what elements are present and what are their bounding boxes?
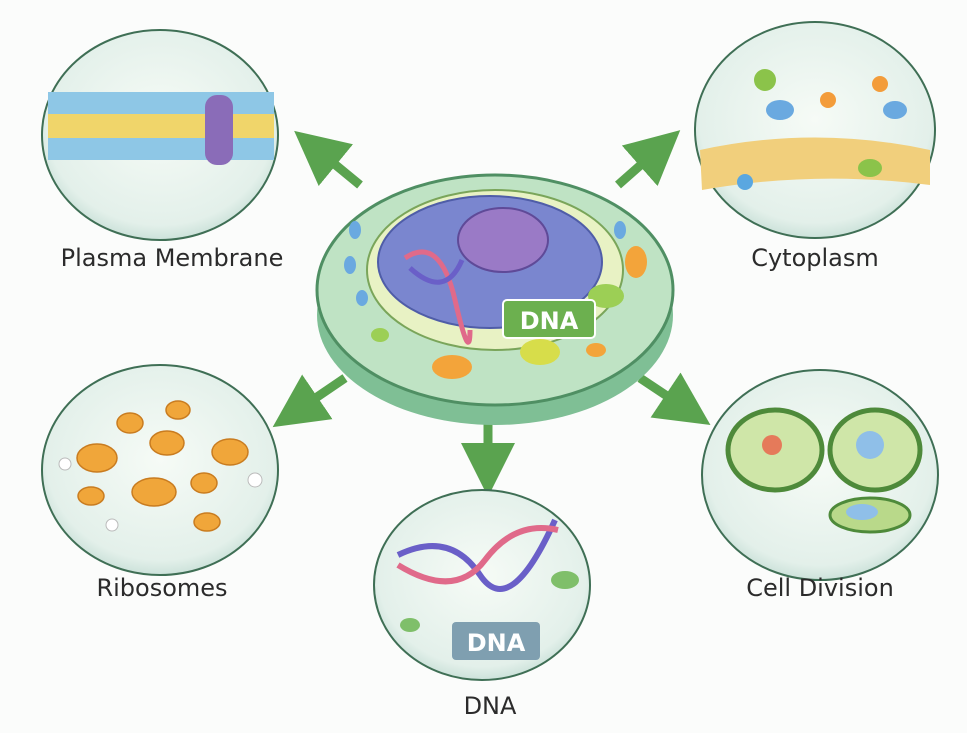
dna-bubble-tag: DNA — [467, 629, 526, 657]
arrow-plasma-membrane — [294, 130, 363, 189]
dna-bubble: DNA — [373, 489, 591, 681]
arrow-ribosomes — [272, 374, 348, 428]
label-dna: DNA — [464, 692, 517, 720]
cytoplasm-bubble — [694, 21, 936, 239]
label-ribosomes: Ribosomes — [96, 574, 227, 602]
arrow-cytoplasm — [615, 130, 681, 189]
label-cell-division: Cell Division — [746, 574, 894, 602]
label-plasma-membrane: Plasma Membrane — [61, 244, 284, 272]
arrow-cell-division — [637, 372, 711, 425]
center-dna-tag: DNA — [520, 307, 579, 335]
central-cell: DNA — [315, 173, 675, 425]
cell-division-bubble — [701, 369, 939, 581]
plasma-membrane-bubble — [41, 29, 279, 241]
arrows — [272, 130, 711, 497]
ribosomes-bubble — [41, 364, 279, 576]
label-cytoplasm: Cytoplasm — [751, 244, 879, 272]
